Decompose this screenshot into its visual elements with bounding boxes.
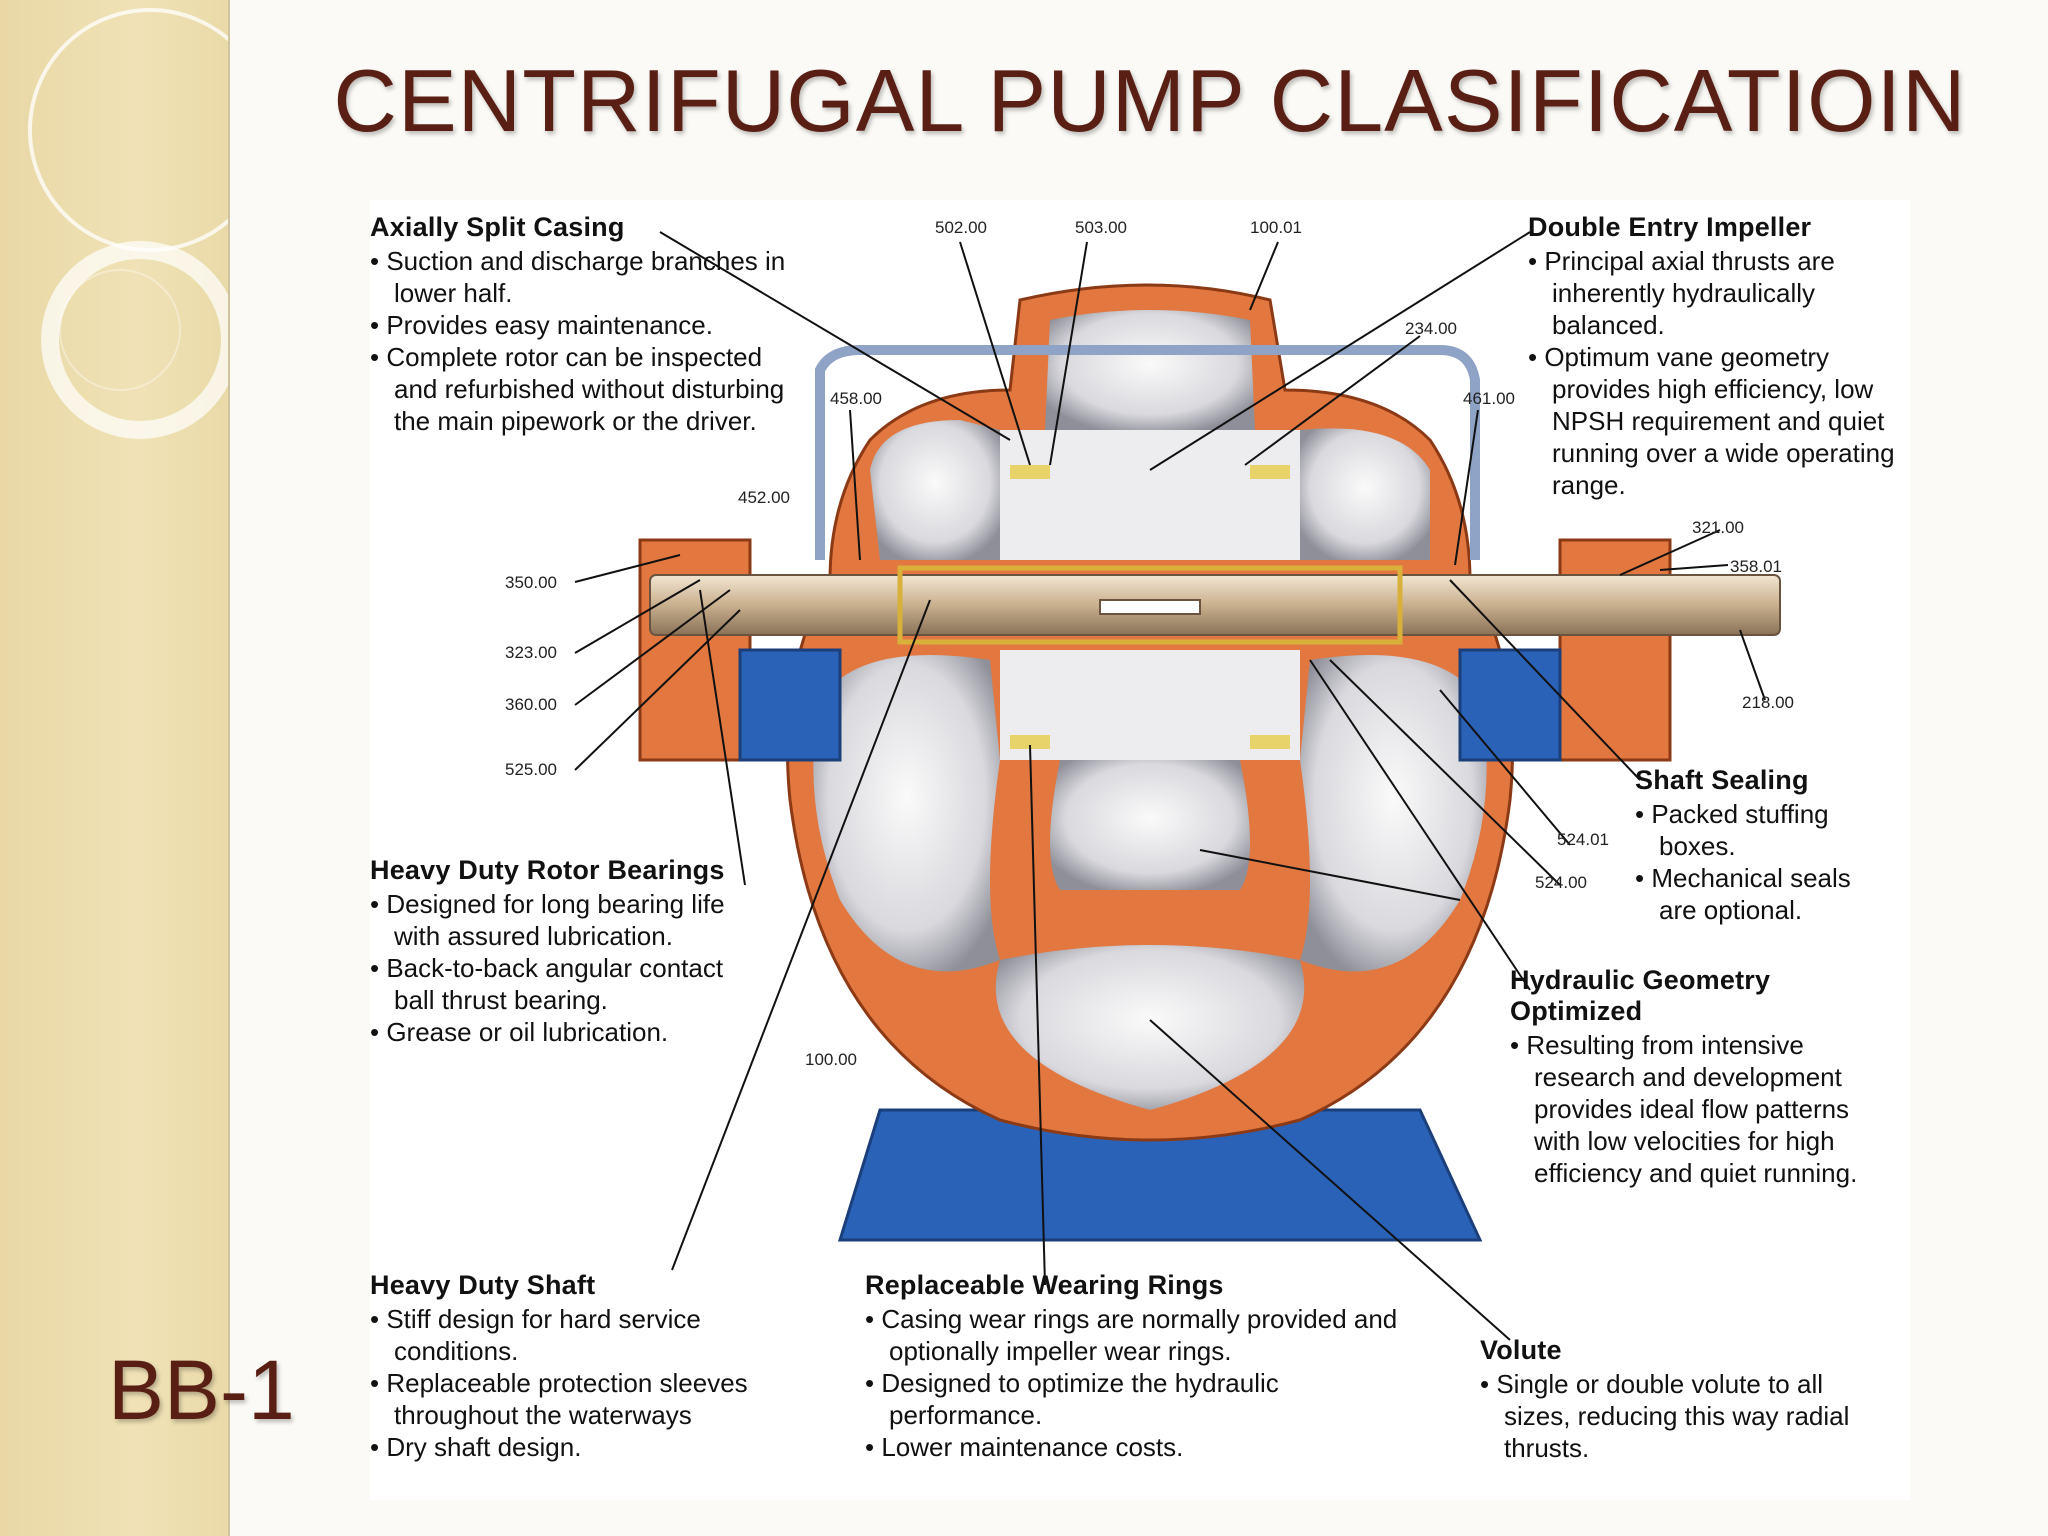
callout-item: Complete rotor can be inspected and refu… — [370, 341, 800, 437]
callout-heading: Replaceable Wearing Rings — [865, 1270, 1224, 1300]
callout-item: Suction and discharge branches in lower … — [370, 245, 800, 309]
leader-lines — [574, 231, 1766, 1341]
right-suction-cavity — [1300, 428, 1430, 560]
part-number: 218.00 — [1742, 693, 1794, 712]
sidebar-rings-graphic — [28, 8, 228, 439]
callout-heading: Volute — [1480, 1335, 1562, 1365]
callout-item: Lower maintenance costs. — [865, 1431, 1435, 1463]
callout-item: Provides easy maintenance. — [370, 309, 800, 341]
part-number: 350.00 — [505, 573, 557, 592]
impeller-eye-upper — [1000, 430, 1300, 560]
callout-item: Back-to-back angular contact ball thrust… — [370, 952, 770, 1016]
callout-axially-split-casing: Axially Split Casing Suction and dischar… — [370, 212, 800, 437]
callout-item: Designed for long bearing life with assu… — [370, 888, 770, 952]
right-seal-housing — [1458, 648, 1562, 762]
part-number: 502.00 — [935, 218, 987, 237]
part-number: 321.00 — [1692, 518, 1744, 537]
callout-item: Optimum vane geometry provides high effi… — [1528, 341, 1908, 501]
callout-item: Casing wear rings are normally provided … — [865, 1303, 1435, 1367]
callout-item: Designed to optimize the hydraulic perfo… — [865, 1367, 1435, 1431]
callout-hydraulic-geometry: Hydraulic Geometry Optimized Resulting f… — [1510, 965, 1890, 1189]
callout-heading: Double Entry Impeller — [1528, 212, 1812, 242]
callout-item: Mechanical seals are optional. — [1635, 862, 1895, 926]
wear-ring-lower-right — [1250, 735, 1290, 749]
part-number: 524.01 — [1557, 830, 1609, 849]
part-number: 503.00 — [1075, 218, 1127, 237]
part-number: 100.00 — [805, 1050, 857, 1069]
upper-volute-cavity — [1045, 310, 1255, 430]
callout-heading: Shaft Sealing — [1635, 765, 1809, 795]
part-number: 452.00 — [738, 488, 790, 507]
part-number: 358.01 — [1730, 557, 1782, 576]
left-seal-housing — [738, 648, 842, 762]
pump-shaft — [649, 574, 1781, 636]
callout-volute: Volute Single or double volute to all si… — [1480, 1335, 1890, 1464]
callout-shaft-sealing: Shaft Sealing Packed stuffing boxes. Mec… — [1635, 765, 1895, 926]
part-number-labels: 502.00 503.00 100.01 234.00 458.00 461.0… — [505, 218, 1794, 1069]
central-lower-cavity — [1050, 760, 1250, 890]
balance-pipe — [815, 345, 1480, 560]
pump-type-tag: BB-1 — [108, 1343, 295, 1437]
left-bearing-housing — [638, 538, 752, 762]
shaft-key — [1099, 599, 1201, 615]
callout-item: Principal axial thrusts are inherently h… — [1528, 245, 1908, 341]
callout-wearing-rings: Replaceable Wearing Rings Casing wear ri… — [865, 1270, 1435, 1463]
wear-ring-upper-left — [1010, 465, 1050, 479]
part-number: 458.00 — [830, 389, 882, 408]
callout-heading: Heavy Duty Shaft — [370, 1270, 596, 1300]
left-lower-cavity — [813, 655, 1000, 972]
callout-item: Resulting from intensive research and de… — [1510, 1029, 1890, 1189]
callout-item: Replaceable protection sleeves throughou… — [370, 1367, 820, 1431]
callout-rotor-bearings: Heavy Duty Rotor Bearings Designed for l… — [370, 855, 770, 1048]
right-bearing-housing — [1558, 538, 1672, 762]
part-number: 461.00 — [1463, 389, 1515, 408]
part-number: 323.00 — [505, 643, 557, 662]
callout-item: Grease or oil lubrication. — [370, 1016, 770, 1048]
callout-item: Stiff design for hard service conditions… — [370, 1303, 820, 1367]
shaft-sleeve — [897, 565, 1403, 645]
part-number: 100.01 — [1250, 218, 1302, 237]
callout-heavy-duty-shaft: Heavy Duty Shaft Stiff design for hard s… — [370, 1270, 820, 1463]
decorative-sidebar — [0, 0, 230, 1536]
callout-double-entry-impeller: Double Entry Impeller Principal axial th… — [1528, 212, 1908, 501]
callout-heading: Heavy Duty Rotor Bearings — [370, 855, 725, 885]
callout-item: Single or double volute to all sizes, re… — [1480, 1368, 1890, 1464]
part-number: 234.00 — [1405, 319, 1457, 338]
wear-ring-lower-left — [1010, 735, 1050, 749]
part-number: 524.00 — [1535, 873, 1587, 892]
wear-ring-upper-right — [1250, 465, 1290, 479]
part-number: 525.00 — [505, 760, 557, 779]
impeller-eye-lower — [1000, 650, 1300, 760]
callout-heading: Hydraulic Geometry Optimized — [1510, 965, 1771, 1026]
callout-item: Packed stuffing boxes. — [1635, 798, 1895, 862]
callout-heading: Axially Split Casing — [370, 212, 625, 242]
left-suction-cavity — [870, 420, 1000, 560]
bottom-volute-cavity — [995, 945, 1305, 1110]
callout-item: Dry shaft design. — [370, 1431, 820, 1463]
right-lower-cavity — [1300, 655, 1487, 972]
part-number: 360.00 — [505, 695, 557, 714]
slide-title: CENTRIFUGAL PUMP CLASIFICATIOIN — [333, 51, 1967, 150]
